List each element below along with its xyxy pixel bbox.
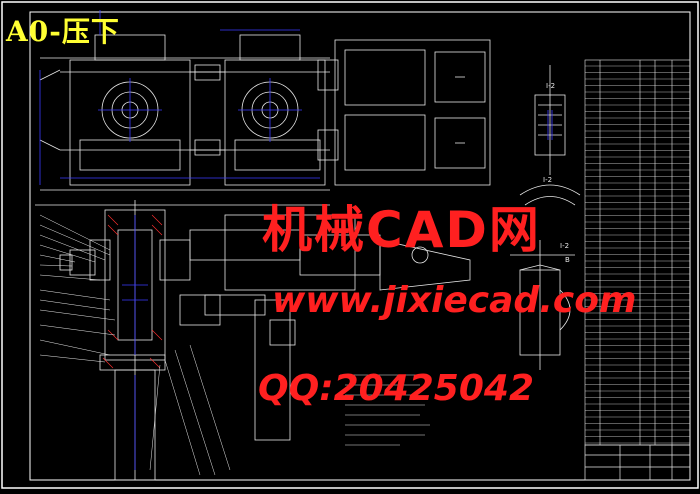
title-block (584, 444, 691, 481)
section-label: B (565, 256, 570, 264)
watermark-site-name: 机械CAD网 (262, 201, 541, 259)
section-detail-dims (547, 110, 553, 140)
leader-lines (39, 214, 231, 476)
front-section-hatching (102, 214, 163, 369)
sheet-label: A0-压下 (6, 15, 120, 48)
section-detail (519, 65, 581, 206)
watermark-url: www.jixiecad.com (272, 280, 637, 321)
section-label: I-2 (560, 242, 569, 250)
side-detail (510, 240, 575, 370)
motor-assembly (317, 39, 491, 186)
watermark-qq: QQ:20425042 (258, 368, 534, 409)
parts-list-rows (585, 65, 690, 444)
section-label: I-2 (546, 82, 555, 90)
technical-notes (340, 374, 430, 446)
front-section-dims (122, 215, 148, 470)
parts-list-table (584, 59, 691, 446)
section-label: I-2 (543, 176, 552, 184)
top-plan-dimensions (39, 10, 320, 185)
top-plan-view (39, 34, 330, 191)
